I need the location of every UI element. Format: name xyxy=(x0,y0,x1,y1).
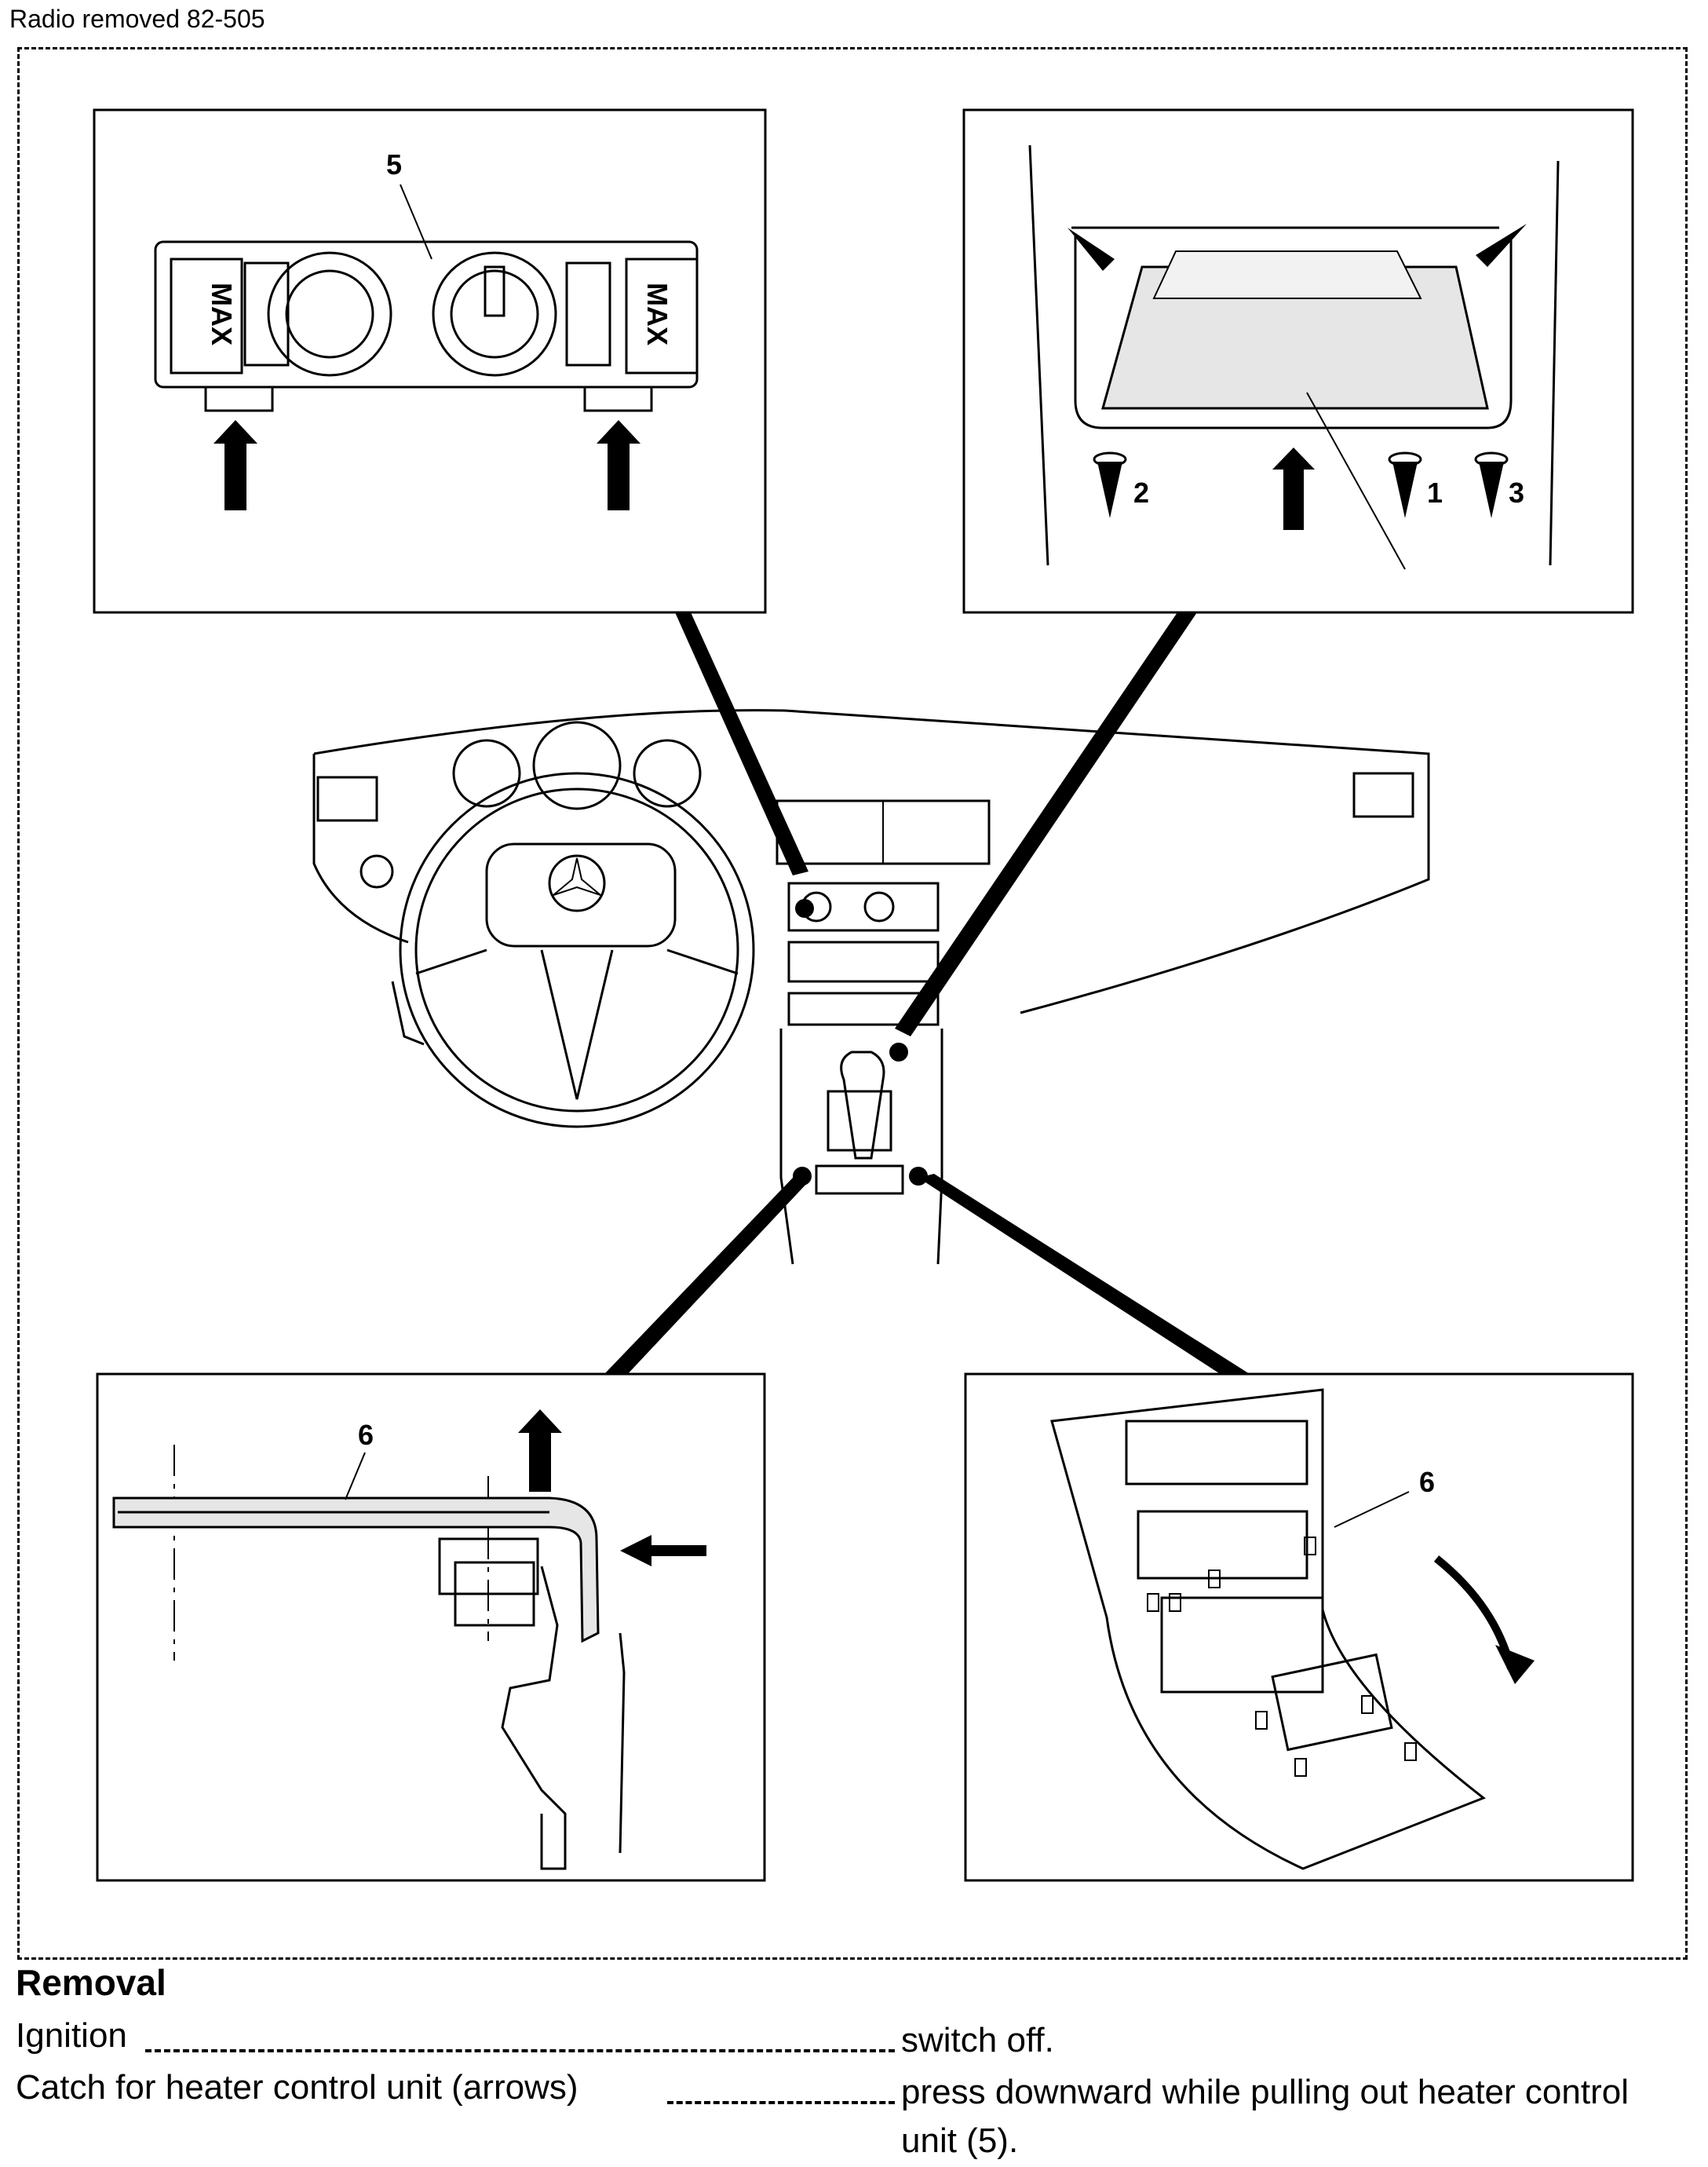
step-action: press downward while pulling out heater … xyxy=(901,2073,1629,2160)
callout-trim-panel: 6 xyxy=(1419,1466,1435,1498)
panel-trim: 6 xyxy=(964,1372,1634,1882)
step-action: switch off. xyxy=(901,2021,1054,2059)
panel-receptacle: 2 1 3 xyxy=(962,108,1634,614)
step-label: Ignition xyxy=(16,2016,127,2055)
removal-heading: Removal xyxy=(16,1962,166,2003)
screw-3-icon xyxy=(1474,451,1509,518)
max-label-left: MAX xyxy=(206,283,238,345)
step-label: Catch for heater control unit (arrows) xyxy=(16,2068,578,2107)
callout-screw-2: 2 xyxy=(1133,477,1149,509)
screw-1-icon xyxy=(1388,451,1422,518)
screw-2-icon xyxy=(1093,451,1127,518)
max-label-right: MAX xyxy=(641,283,673,345)
dashboard xyxy=(312,709,1430,1265)
header-note: Radio removed 82-505 xyxy=(9,5,265,33)
panel-section: 6 xyxy=(96,1372,766,1882)
leader-dots xyxy=(667,2101,895,2104)
leader-lines xyxy=(604,612,1256,1382)
leader-dots xyxy=(145,2049,895,2052)
callout-heater-unit: 5 xyxy=(386,148,402,181)
callout-screw-3: 3 xyxy=(1509,477,1524,509)
panel-heater-unit: MAX MAX 5 xyxy=(93,108,767,614)
callout-trim-section: 6 xyxy=(358,1419,374,1451)
callout-screw-1: 1 xyxy=(1427,477,1443,509)
figure-frame xyxy=(17,47,1688,1960)
